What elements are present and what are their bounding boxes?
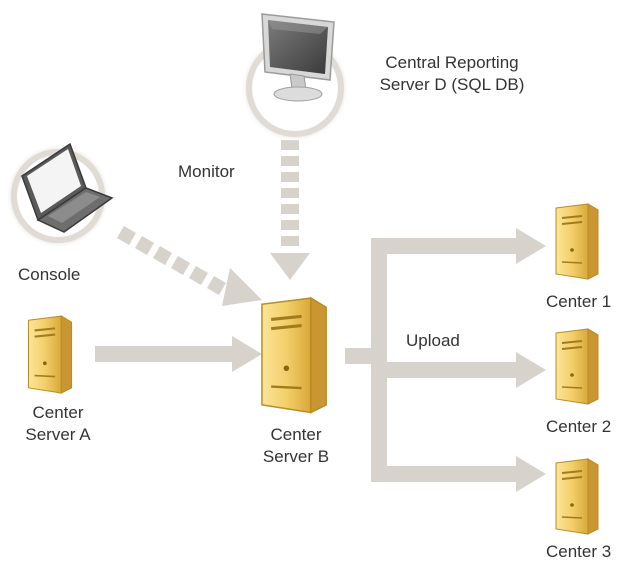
center-3-server-icon xyxy=(555,458,599,535)
server-b-icon xyxy=(260,296,328,414)
laptop-icon xyxy=(6,142,114,248)
center-server-b-label: Center Server B xyxy=(246,424,346,468)
central-reporting-label-line2: Server D (SQL DB) xyxy=(379,75,525,94)
monitor-label: Monitor xyxy=(178,162,235,181)
center-2-label: Center 2 xyxy=(546,417,612,436)
center-server-b-label-line2: Server B xyxy=(262,447,330,466)
center-3-label: Center 3 xyxy=(546,542,612,561)
central-reporting-server-label: Central Reporting Server D (SQL DB) xyxy=(352,52,552,96)
center-server-a-label-line1: Center xyxy=(32,403,84,422)
center-server-b-label-line1: Center xyxy=(270,425,322,444)
center-1-label: Center 1 xyxy=(546,292,612,311)
center-2-server-icon xyxy=(555,328,599,405)
center-1-server-icon xyxy=(555,203,599,280)
upload-arrows xyxy=(345,228,546,492)
console-arrow xyxy=(117,226,262,306)
central-reporting-label-line1: Central Reporting xyxy=(385,53,519,72)
center-server-a-label-line2: Server A xyxy=(25,425,91,444)
monitor-arrow xyxy=(270,140,310,280)
desktop-monitor-icon xyxy=(241,13,349,142)
server-a-icon xyxy=(27,314,73,394)
center-server-a-label: Center Server A xyxy=(8,402,108,446)
upload-label: Upload xyxy=(406,331,460,350)
console-label: Console xyxy=(18,265,81,284)
server-a-to-b-arrow xyxy=(95,336,262,372)
